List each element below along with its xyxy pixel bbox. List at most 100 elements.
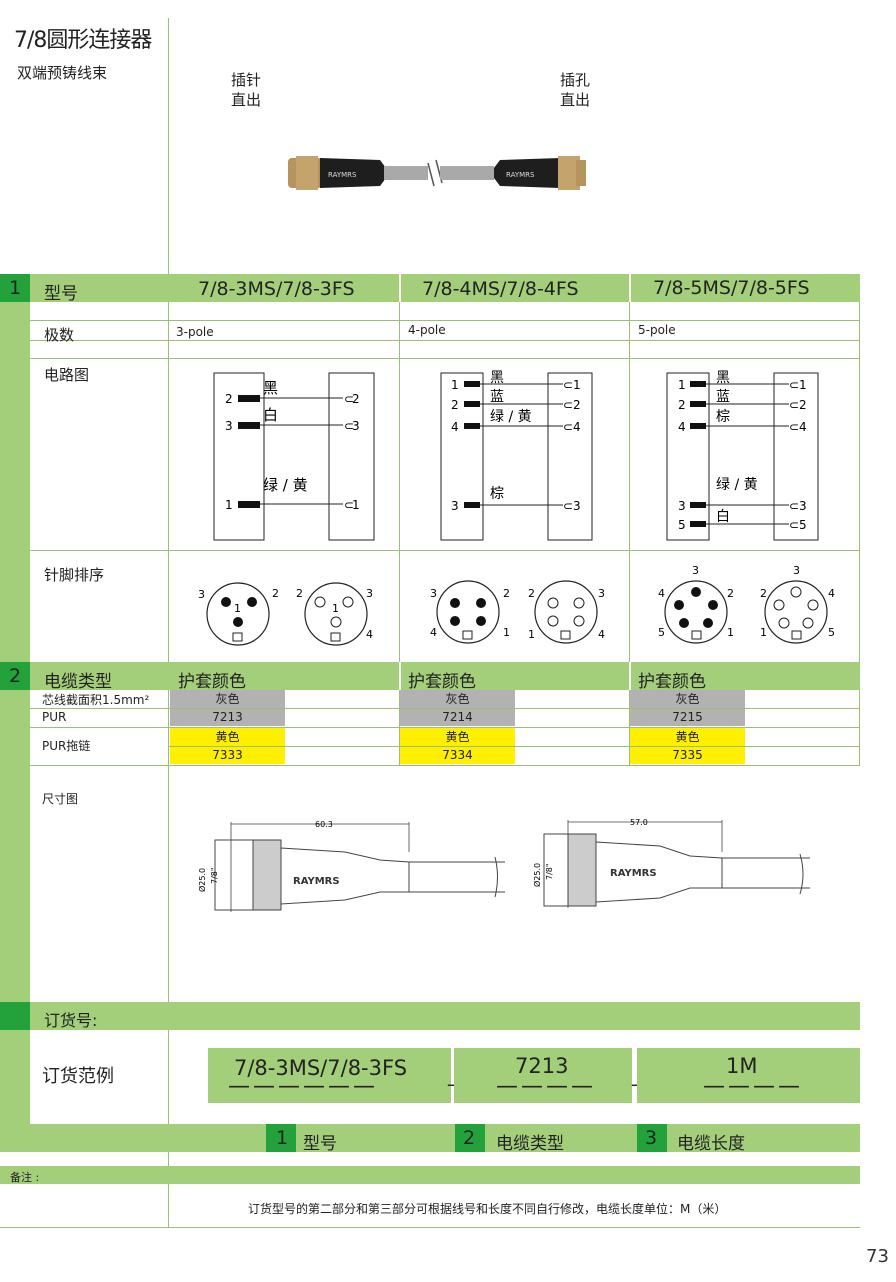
svg-text:绿 / 黄: 绿 / 黄 [490, 408, 532, 425]
svg-text:蓝: 蓝 [490, 389, 504, 405]
svg-text:2: 2 [799, 398, 807, 412]
model-4pole: 7/8-4MS/7/8-4FS [422, 278, 579, 300]
model-5pole: 7/8-5MS/7/8-5FS [653, 277, 810, 299]
svg-text:2: 2 [573, 398, 581, 412]
svg-text:1: 1 [678, 378, 686, 392]
svg-text:2: 2 [503, 587, 510, 600]
svg-text:1: 1 [352, 498, 360, 512]
svg-text:3: 3 [451, 499, 459, 513]
svg-text:⊂: ⊂ [563, 420, 573, 434]
svg-text:Ø25.0: Ø25.0 [197, 868, 207, 892]
svg-text:3: 3 [598, 587, 605, 600]
svg-text:1: 1 [503, 626, 510, 639]
svg-text:黑: 黑 [263, 379, 278, 397]
section2-number-box [0, 662, 30, 690]
svg-text:1: 1 [799, 378, 807, 392]
model-3pole: 7/8-3MS/7/8-3FS [198, 278, 355, 300]
male-label: 插针直出 [231, 71, 262, 109]
svg-text:1: 1 [727, 626, 734, 639]
jacket-label-5: 护套颜色 [638, 672, 706, 692]
svg-text:3: 3 [692, 564, 699, 577]
svg-text:3: 3 [678, 499, 686, 513]
dimension-label: 尺寸图 [42, 792, 79, 806]
poles-4: 4-pole [408, 323, 446, 337]
order-part1-box [208, 1048, 451, 1103]
svg-text:2: 2 [296, 587, 303, 600]
svg-text:4: 4 [678, 420, 686, 434]
svg-text:3: 3 [430, 587, 437, 600]
svg-text:2: 2 [352, 392, 360, 406]
code-drag-5: 7335 [630, 746, 745, 764]
circuit-diagram-4pole: 1 ⊂1 黑 2 ⊂2 蓝 绿 / 黄 4 ⊂4 棕 3 ⊂3 [440, 370, 593, 541]
svg-text:4: 4 [799, 420, 807, 434]
svg-text:5: 5 [828, 626, 835, 639]
cell-gray-3: 灰色 [170, 690, 285, 708]
svg-text:3: 3 [366, 587, 373, 600]
svg-text:2: 2 [272, 587, 279, 600]
svg-text:⊂: ⊂ [563, 398, 573, 412]
svg-text:⊂: ⊂ [344, 498, 354, 512]
svg-text:5: 5 [799, 518, 807, 532]
order-part3-box [637, 1048, 860, 1103]
svg-text:1: 1 [573, 378, 581, 392]
circuit-label: 电路图 [44, 366, 90, 384]
svg-text:3: 3 [793, 564, 800, 577]
svg-text:7/8": 7/8" [545, 863, 554, 880]
svg-text:黑: 黑 [490, 370, 504, 386]
section2-number: 2 [9, 665, 22, 687]
svg-text:5: 5 [658, 626, 665, 639]
svg-text:1: 1 [234, 602, 241, 615]
svg-text:1: 1 [225, 498, 233, 512]
column-divider [168, 18, 169, 1228]
svg-text:5: 5 [678, 518, 686, 532]
pur-drag-label: PUR拖链 [42, 739, 91, 753]
code-pur-5: 7215 [630, 708, 745, 726]
svg-text:⊂: ⊂ [789, 420, 799, 434]
svg-text:⊂: ⊂ [344, 419, 354, 433]
jacket-label-4: 护套颜色 [408, 672, 476, 692]
legend-row [0, 1124, 860, 1152]
svg-text:绿 / 黄: 绿 / 黄 [716, 476, 758, 493]
order-part3: 1M [726, 1054, 758, 1078]
svg-text:1: 1 [760, 626, 767, 639]
section2-header [30, 662, 860, 690]
poles-label: 极数 [44, 326, 75, 344]
product-brand-right: RAYMRS [506, 171, 535, 179]
svg-text:1: 1 [332, 602, 339, 615]
legend-text-2: 电缆类型 [496, 1134, 564, 1154]
order-header [30, 1002, 860, 1030]
section1-header [30, 274, 860, 302]
cell-yellow-3: 黄色 [170, 728, 285, 746]
svg-text:黑: 黑 [716, 370, 730, 386]
order-part2-underscores: — — — — [496, 1074, 593, 1099]
svg-text:白: 白 [263, 406, 278, 424]
female-label: 插孔直出 [560, 71, 591, 109]
legend-num-3: 3 [645, 1127, 658, 1149]
product-image: RAYMRS RAYMRS [288, 156, 586, 190]
svg-text:1: 1 [528, 628, 535, 641]
svg-text:⊂: ⊂ [789, 518, 799, 532]
code-pur-3: 7213 [170, 708, 285, 726]
svg-text:2: 2 [678, 398, 686, 412]
svg-text:57.0: 57.0 [630, 818, 648, 827]
svg-text:蓝: 蓝 [716, 389, 730, 405]
cell-yellow-4: 黄色 [400, 728, 515, 746]
cell-yellow-5: 黄色 [630, 728, 745, 746]
code-drag-3: 7333 [170, 746, 285, 764]
order-part3-underscores: — — — — [703, 1074, 800, 1099]
svg-text:3: 3 [198, 588, 205, 601]
legend-text-3: 电缆长度 [677, 1134, 745, 1154]
notes-bar [0, 1166, 860, 1184]
jacket-label-3: 护套颜色 [178, 672, 246, 692]
svg-text:棕: 棕 [716, 409, 730, 425]
svg-text:4: 4 [598, 628, 605, 641]
section2-title: 电缆类型 [44, 672, 112, 692]
circuit-diagram-5pole: 1 ⊂1 黑 2 ⊂2 蓝 棕 4 ⊂4 绿 / 黄 3 ⊂3 白 5 ⊂5 [666, 370, 819, 541]
order-part1-underscores: — — — — — — [228, 1074, 375, 1099]
svg-text:4: 4 [658, 587, 665, 600]
poles-3: 3-pole [176, 325, 214, 339]
svg-text:7/8": 7/8" [210, 867, 219, 884]
svg-text:4: 4 [573, 420, 581, 434]
order-title: 订货号: [44, 1011, 98, 1030]
svg-text:2: 2 [528, 587, 535, 600]
